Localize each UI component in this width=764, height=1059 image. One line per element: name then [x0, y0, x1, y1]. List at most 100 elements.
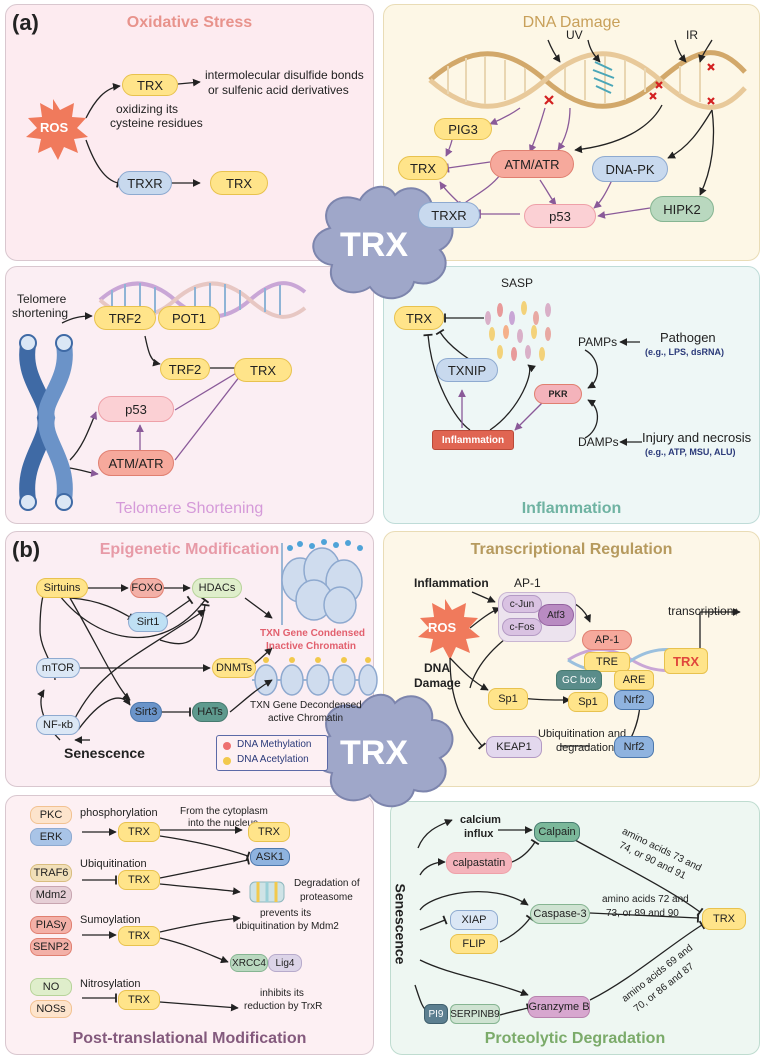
uv-label: UV	[566, 28, 583, 42]
senp2-node: SENP2	[30, 938, 72, 956]
ir-label: IR	[686, 28, 698, 42]
injury-label: Injury and necrosis	[642, 430, 752, 445]
xiap-node: XIAP	[450, 910, 498, 930]
traf6-node: TRAF6	[30, 864, 72, 882]
sasp-label: SASP	[501, 276, 534, 290]
phosphorylation-label: phosphorylation	[80, 807, 158, 819]
lig4-node: Lig4	[268, 954, 302, 972]
transcriptional-title: Transcriptional Regulation	[470, 541, 673, 558]
c-fos-node: c-Fos	[502, 618, 542, 636]
pamps-label: PAMPs	[578, 335, 618, 349]
pi9-node: PI9	[424, 1004, 448, 1024]
inflammation-node: Inflammation	[432, 430, 514, 450]
pkr-node: PKR	[534, 384, 582, 404]
telomere-label-1: Telomere	[17, 292, 67, 306]
hipk2-node: HIPK2	[650, 196, 714, 222]
inhibits-label-1: inhibits its	[260, 988, 304, 999]
pathogen-example: (e.g., LPS, dsRNA)	[645, 347, 725, 357]
sirt3-node: Sirt3	[130, 702, 162, 722]
hats-node: HATs	[192, 702, 228, 722]
calcium-label-1: calcium	[460, 814, 501, 826]
ros-label-tr: ROS	[428, 620, 457, 635]
pkc-node: PKC	[30, 806, 72, 824]
center-trx-label: TRX	[340, 226, 408, 264]
ros-label: ROS	[40, 120, 69, 135]
c-jun-node: c-Jun	[502, 595, 542, 613]
ask1-node: ASK1	[250, 848, 290, 866]
calpain-node: Calpain	[534, 822, 580, 842]
serpinb9-node: SERPINB9	[450, 1004, 500, 1024]
are-node: ARE	[614, 670, 654, 690]
inhibits-label-2: reduction by TrxR	[244, 1001, 323, 1012]
ap1-node: AP-1	[582, 630, 632, 650]
trx-node-inflammation: TRX	[394, 306, 444, 330]
damps-label: DAMPs	[578, 435, 619, 449]
sirtuins-node: Sirtuins	[36, 578, 88, 598]
pig3-node: PIG3	[434, 118, 492, 140]
keap1-node: KEAP1	[486, 736, 542, 758]
piasy-node: PIASy	[30, 916, 72, 934]
trf2-node-2: TRF2	[160, 358, 210, 380]
trx-cloud-icon	[312, 185, 454, 300]
section-label-a: (a)	[12, 10, 39, 35]
damage-label-tr: Damage	[414, 676, 461, 690]
legend-acetylation: DNA Acetylation	[237, 754, 309, 765]
prevents-label-1: prevents its	[260, 908, 312, 919]
ubiquitination-label-1: Ubiquitination and	[538, 728, 627, 740]
nf-kb-node: NF-κb	[36, 715, 80, 735]
acetylation-dot-icon	[223, 757, 231, 765]
legend-methylation: DNA Methylation	[237, 739, 312, 750]
trx-node-ptm-4: TRX	[118, 926, 160, 946]
pot1-node: POT1	[158, 306, 220, 330]
xrcc4-node: XRCC4	[230, 954, 268, 972]
trx-node-ptm-1: TRX	[118, 822, 160, 842]
aa2-label-b: 73, or 89 and 90	[606, 908, 679, 919]
mtor-node: mTOR	[36, 658, 80, 678]
ptm-title: Post-translational Modification	[72, 1030, 307, 1047]
degradation-label-2: proteasome	[300, 892, 353, 903]
condensed-chromatin-icon	[281, 539, 363, 625]
trx-node: TRX	[122, 74, 178, 96]
sp1-node: Sp1	[488, 688, 528, 710]
ap1-group-label: AP-1	[514, 576, 541, 590]
proteolytic-title: Proteolytic Degradation	[484, 1030, 666, 1047]
cysteine-label: cysteine residues	[110, 116, 203, 130]
dna-helix-icon	[428, 50, 747, 110]
trx-node-2: TRX	[210, 171, 268, 195]
telomere-title: Telomere Shortening	[115, 500, 264, 517]
telomere-label-2: shortening	[12, 306, 69, 320]
nitrosylation-label: Nitrosylation	[80, 978, 141, 990]
atf3-node: Atf3	[538, 604, 574, 626]
trf2-node: TRF2	[94, 306, 156, 330]
ros-burst-icon-2	[418, 599, 480, 660]
ros-burst-icon	[26, 99, 88, 160]
sulfenic-label: or sulfenic acid derivatives	[208, 83, 349, 97]
chromosome-icon	[19, 334, 73, 511]
cytoplasm-label-1: From the cytoplasm	[180, 806, 268, 817]
dna-damage-title: DNA Damage	[522, 14, 621, 31]
center-trx-label-2: TRX	[340, 734, 408, 772]
aa2-label-a: amino acids 72 and	[602, 894, 689, 905]
intermolecular-label: intermolecular disulfide bonds	[205, 68, 364, 82]
oxidizing-label: oxidizing its	[116, 102, 179, 116]
txnip-node: TXNIP	[436, 358, 498, 382]
noss-node: NOSs	[30, 1000, 72, 1018]
nrf2-node: Nrf2	[614, 690, 654, 710]
section-label-b: (b)	[12, 537, 41, 562]
hdacs-node: HDACs	[192, 578, 242, 598]
oxidative-title: Oxidative Stress	[126, 14, 253, 31]
senescence-label-epigenetic: Senescence	[64, 745, 145, 761]
inflammation-label-tr: Inflammation	[414, 576, 489, 590]
dna-label-tr: DNA	[424, 661, 450, 675]
trx-node-proteolytic: TRX	[702, 908, 746, 930]
injury-example: (e.g., ATP, MSU, ALU)	[645, 447, 736, 457]
no-node: NO	[30, 978, 72, 996]
prevents-label-2: ubiquitination by Mdm2	[236, 921, 339, 932]
epigenetic-title: Epigenetic Modification	[99, 541, 280, 558]
dna-pk-node: DNA-PK	[592, 156, 668, 182]
caspase-3-node: Caspase-3	[530, 904, 590, 924]
trx-node-ptm-2: TRX	[248, 822, 290, 842]
atm-atr-node-telomere: ATM/ATR	[98, 450, 174, 476]
sp1-node-2: Sp1	[568, 692, 608, 712]
